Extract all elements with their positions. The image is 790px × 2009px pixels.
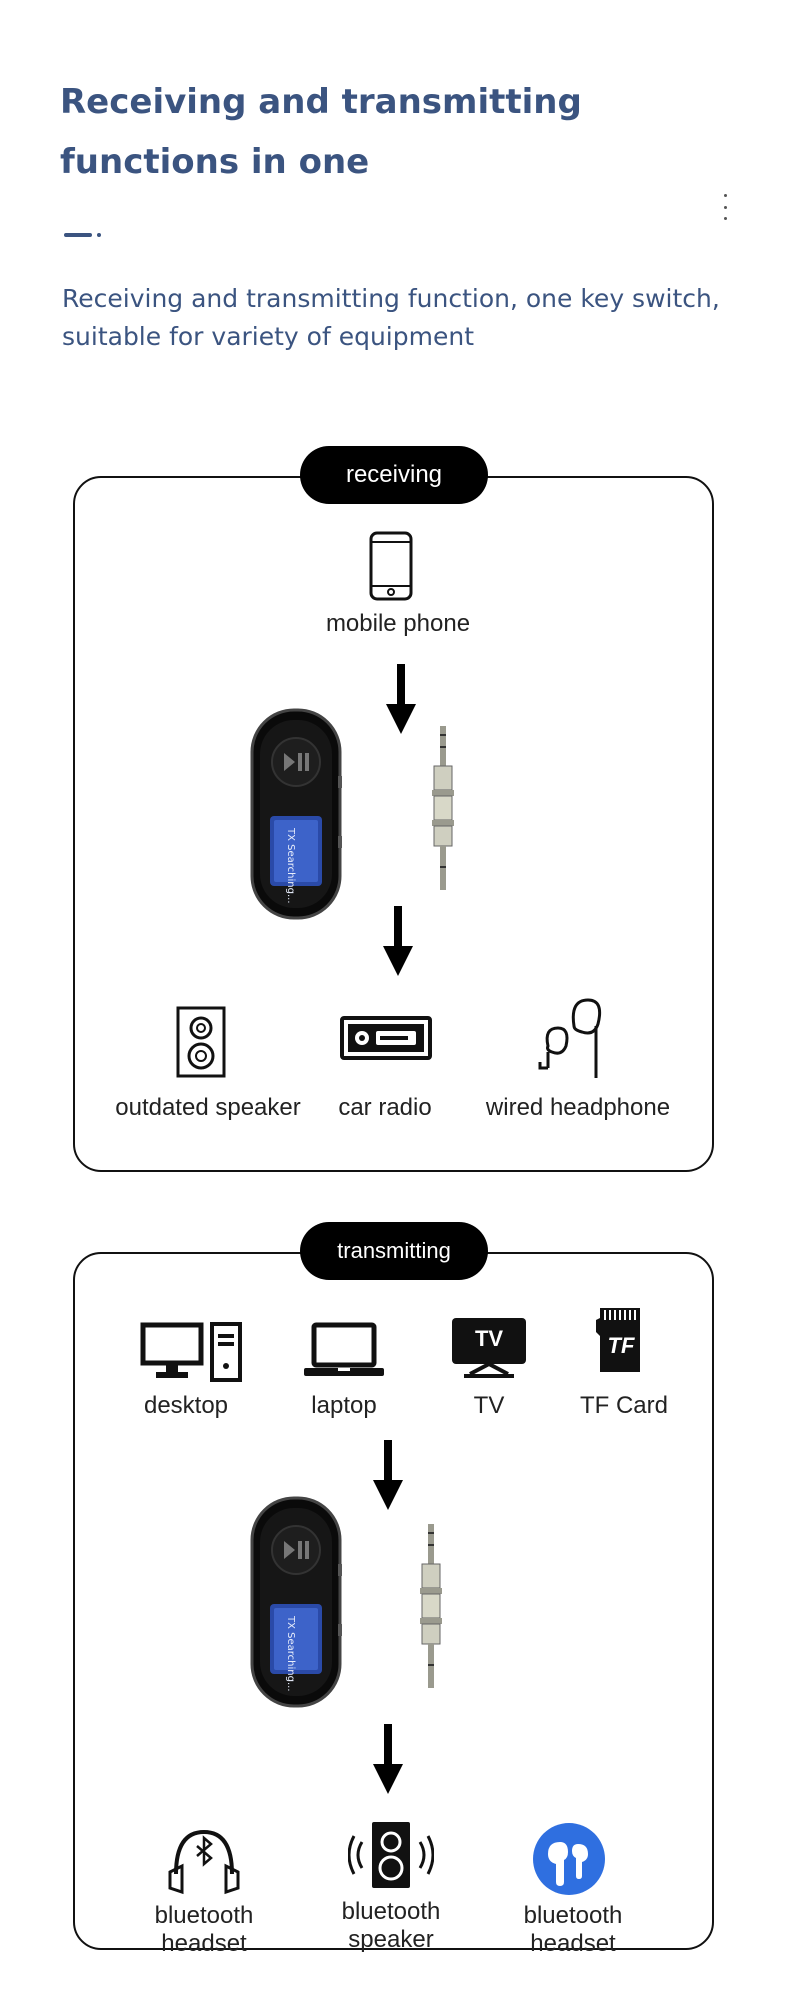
output-label-bluetooth-speaker: bluetooth speaker (341, 1898, 441, 1953)
more-options-icon[interactable] (720, 194, 730, 220)
device-screen-text: TX Searching... (285, 827, 296, 904)
device-screen-text: TX Searching... (285, 1615, 296, 1692)
car-radio-icon (340, 1016, 432, 1060)
arrow-down-icon (383, 906, 413, 976)
speaker-icon (176, 1006, 226, 1078)
arrow-down-icon (373, 1724, 403, 1794)
output-label: wired headphone (485, 1094, 671, 1121)
receiving-mode-badge: receiving mode (300, 446, 488, 546)
source-label: laptop (311, 1392, 377, 1419)
title-underline (64, 233, 92, 237)
bluetooth-adapter-image: TX Searching... (250, 1496, 342, 1708)
mobile-phone-icon (369, 531, 413, 601)
tv-badge-text: TV (474, 1326, 504, 1351)
aux-cable-image (420, 1524, 442, 1688)
source-label: desktop (143, 1392, 229, 1419)
output-label: car radio (338, 1094, 432, 1121)
output-label-bluetooth-headset: bluetooth headset (154, 1902, 254, 1957)
source-label: TF Card (579, 1392, 668, 1419)
page-title: Receiving and transmitting functions in … (60, 82, 582, 182)
tf-card-icon: TF (596, 1306, 644, 1374)
transmitting-mode-badge: transmitting mode (300, 1222, 488, 1321)
arrow-down-icon (373, 1440, 403, 1510)
output-label-bluetooth-headset: bluetooth headset (523, 1902, 623, 1957)
desktop-icon (140, 1322, 242, 1382)
aux-cable-image (432, 726, 454, 890)
title-underline-dot (97, 233, 101, 237)
output-label: outdated speaker (115, 1094, 301, 1121)
bluetooth-speaker-icon (348, 1822, 434, 1888)
source-label: TV (473, 1392, 505, 1419)
wired-headphone-icon (538, 998, 602, 1078)
laptop-icon (304, 1322, 384, 1376)
tv-icon: TV (450, 1316, 528, 1380)
earbuds-icon (533, 1823, 605, 1895)
tf-badge-text: TF (607, 1333, 635, 1358)
subtitle: Receiving and transmitting function, one… (62, 284, 720, 351)
bluetooth-headset-icon (168, 1829, 240, 1895)
arrow-down-icon (386, 664, 416, 734)
source-label-mobile-phone: mobile phone (325, 610, 471, 637)
bluetooth-adapter-image: TX Searching... (250, 708, 342, 920)
